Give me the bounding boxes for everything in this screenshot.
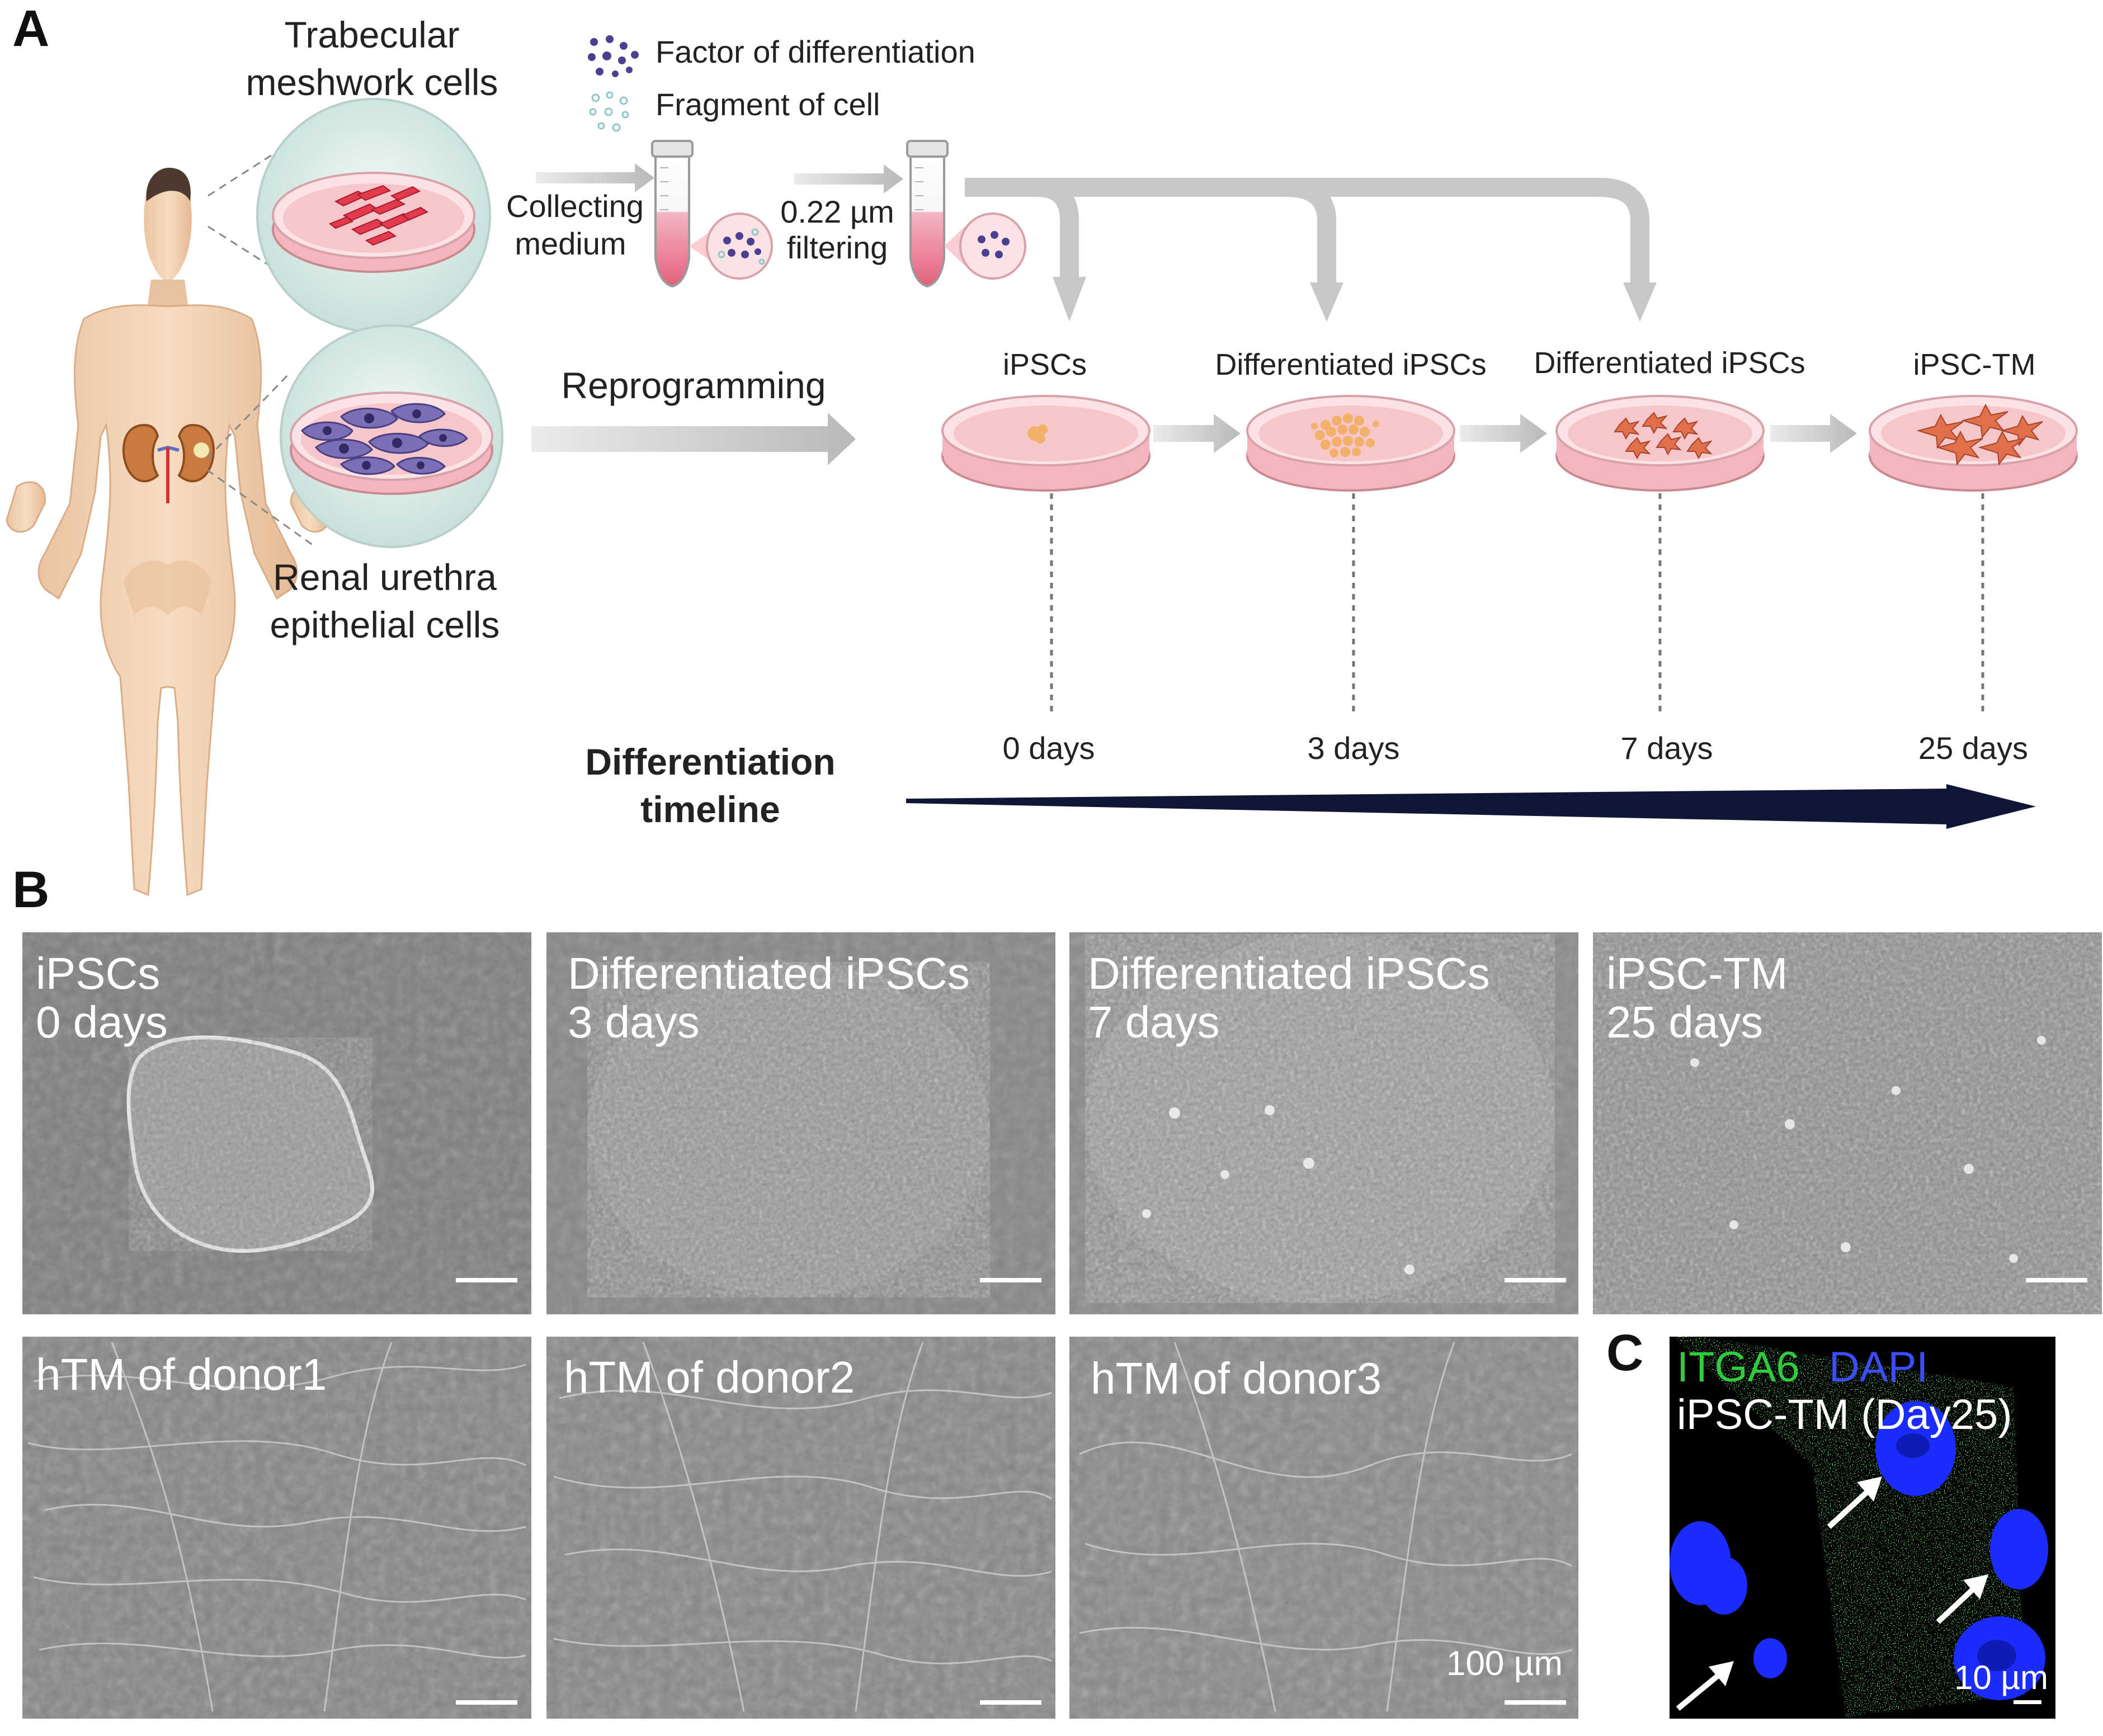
tm-source-label-line2: meshwork cells (246, 62, 498, 103)
scale-bar (980, 1278, 1041, 1282)
panel-b-letter: B (12, 861, 49, 918)
collecting-label-line2: medium (515, 226, 626, 261)
scale-bar (2014, 1700, 2041, 1704)
marker-label: ITGA6 (1677, 1343, 1800, 1391)
timeline-label-line1: Differentiation (585, 741, 835, 782)
renal-source-label-line2: epithelial cells (270, 604, 500, 645)
tm-source-label-line1: Trabecular (284, 14, 459, 55)
stage-label-0: iPSCs (1003, 348, 1087, 381)
centrifuge-tube-icon (906, 140, 949, 288)
panel-a: A (6, 0, 2078, 897)
micrograph-label-line1: hTM of donor3 (1091, 1353, 1381, 1403)
petri-dish-icon (941, 395, 1150, 492)
magnifier-bubble-icon (689, 213, 773, 280)
timeline-label-line2: timeline (640, 789, 780, 830)
micrograph-label-line1: iPSC-TM (1606, 949, 1788, 998)
micrograph-label-line2: 0 days (36, 997, 168, 1047)
micrograph-label-line1: iPSCs (36, 949, 160, 998)
micrograph-differentiated-day3: Differentiated iPSCs 3 days (546, 932, 1055, 1314)
micrograph-ipsc-tm-day25: iPSC-TM 25 days (1593, 932, 2102, 1314)
arrow-icon (1053, 277, 1657, 322)
scale-bar-label: 10 µm (1954, 1659, 2048, 1696)
medium-delivery-arrows (965, 178, 1649, 285)
stage-dish-2 (1555, 395, 1765, 492)
timeline-drop-lines (1050, 493, 1984, 716)
collecting-label-line1: Collecting (506, 188, 644, 224)
micrograph-differentiated-day7: Differentiated iPSCs 7 days (1069, 932, 1578, 1314)
micrograph-label-line2: 25 days (1606, 997, 1763, 1047)
tm-cells (329, 185, 429, 246)
micrograph-ipscs-day0: iPSCs 0 days (22, 932, 532, 1314)
tm-cell-bubble (256, 98, 491, 333)
panel-c-letter: C (1606, 1324, 1643, 1381)
micrograph-label-line1: hTM of donor1 (36, 1350, 327, 1399)
stage-dish-1 (1246, 395, 1455, 492)
day-label-3: 25 days (1918, 730, 2028, 766)
renal-cells (300, 403, 469, 475)
panel-c: C ITGA6 DAPI iPSC-TM (Day25) 1 (1606, 1324, 2055, 1719)
stage-dish-0 (941, 395, 1150, 492)
micrograph-htm-donor2: hTM of donor2 (546, 1337, 1055, 1719)
legend-factor-label: Factor of differentiation (656, 34, 975, 69)
scale-bar (2026, 1278, 2087, 1282)
kidney-icon (122, 423, 215, 503)
micrograph-label-line2: 3 days (568, 997, 700, 1047)
panel-b: B iPSCs 0 days Differentiated iPSCs 3 da… (12, 861, 2102, 1719)
reprogramming-label: Reprogramming (561, 365, 826, 406)
scale-bar (1505, 1700, 1566, 1705)
timeline-arrow-icon (906, 784, 2036, 829)
arrow-icon (1153, 414, 1857, 453)
micrograph-label-line1: Differentiated iPSCs (568, 949, 970, 998)
stage-label-2: Differentiated iPSCs (1534, 346, 1805, 380)
stage-dish-3 (1869, 395, 2078, 492)
renal-source-label-line1: Renal urethra (273, 556, 497, 598)
scale-bar (456, 1700, 517, 1705)
magnifier-bubble-icon (944, 213, 1026, 280)
micrograph-htm-donor3: hTM of donor3 100 µm (1069, 1337, 1578, 1719)
scale-bar (980, 1700, 1041, 1705)
sample-label: iPSC-TM (Day25) (1677, 1391, 2012, 1438)
arrow-icon (531, 163, 903, 465)
scale-bar (1505, 1278, 1566, 1282)
dapi-nuclei (1670, 1401, 2048, 1700)
ipsc-colony (1027, 424, 1048, 444)
scale-bar-label: 100 µm (1446, 1644, 1563, 1683)
factor-dots-icon (588, 35, 639, 77)
day-label-1: 3 days (1308, 730, 1400, 766)
panel-a-letter: A (12, 0, 49, 57)
micrograph-label-line1: hTM of donor2 (564, 1352, 855, 1402)
scale-bar (456, 1278, 517, 1282)
day-label-2: 7 days (1621, 730, 1713, 766)
centrifuge-tube-icon (651, 140, 694, 288)
micrograph-label-line1: Differentiated iPSCs (1088, 949, 1490, 998)
filtering-label-line1: 0.22 µm (780, 194, 894, 229)
filtering-label-line2: filtering (787, 230, 888, 265)
day-label-0: 0 days (1003, 730, 1095, 766)
progenitor-cluster (1311, 413, 1379, 457)
ipsc-tm-cells (1916, 403, 2043, 466)
renal-cell-bubble (280, 324, 503, 548)
arrow-icon (1676, 1476, 1988, 1711)
legend-fragment-label: Fragment of cell (656, 87, 880, 122)
stage-label-1: Differentiated iPSCs (1215, 348, 1486, 381)
legend: Factor of differentiation Fragment of ce… (588, 34, 975, 132)
stage-label-3: iPSC-TM (1913, 348, 2036, 381)
counterstain-label: DAPI (1829, 1343, 1928, 1391)
immunofluorescence-image: ITGA6 DAPI iPSC-TM (Day25) 10 µm (1670, 1337, 2055, 1719)
micrograph-htm-donor1: hTM of donor1 (22, 1337, 531, 1719)
micrograph-label-line2: 7 days (1088, 997, 1220, 1047)
fragment-dots-icon (589, 91, 629, 132)
tm-like-cells (1614, 412, 1713, 460)
